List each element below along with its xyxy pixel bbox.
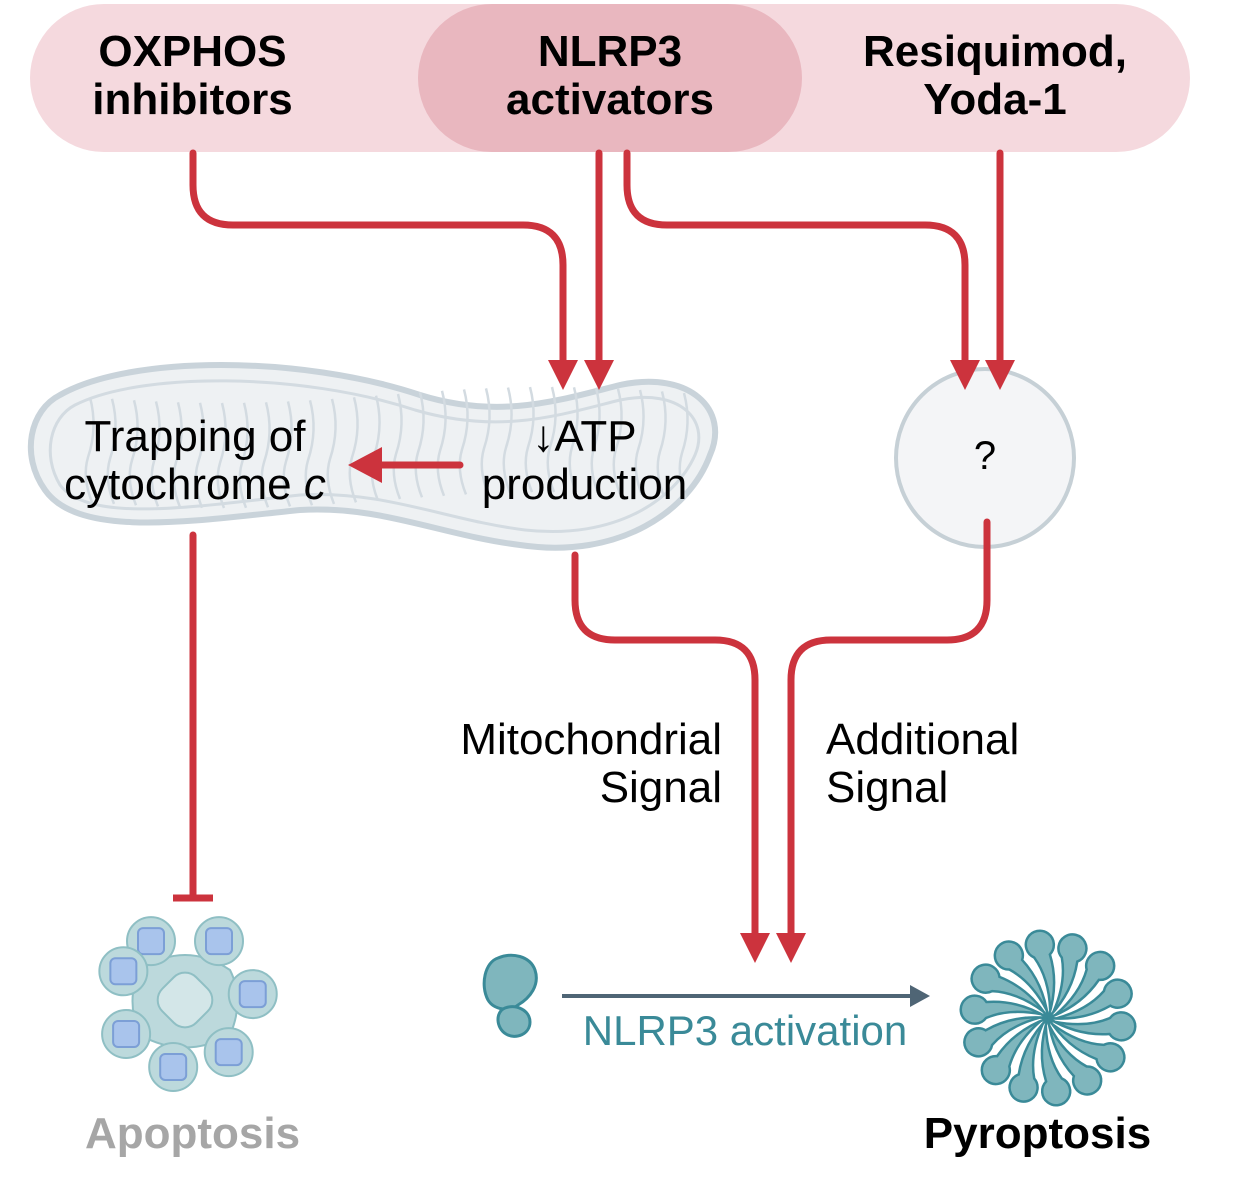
vesicle xyxy=(159,1052,188,1081)
crista xyxy=(568,386,579,493)
label-line: production xyxy=(481,459,688,509)
inflammasome-subunit xyxy=(1047,978,1133,1020)
label-line: cytochrome c xyxy=(40,459,350,509)
crista xyxy=(348,397,359,503)
vesicle xyxy=(205,927,233,956)
label-line: Trapping of xyxy=(84,412,306,461)
label-line: inhibitors xyxy=(92,74,293,124)
crista xyxy=(260,401,271,508)
crista xyxy=(546,386,557,493)
inflammasome-subunit xyxy=(1024,929,1056,1019)
arrowhead xyxy=(584,360,614,390)
inflammasome-subunit xyxy=(1046,1017,1126,1073)
crista xyxy=(106,398,117,505)
crista xyxy=(128,399,139,506)
label-line: Resiquimod, xyxy=(862,27,1128,76)
nlrp3-monomer-icon xyxy=(482,953,538,1038)
label-line: Signal xyxy=(599,762,722,812)
crista xyxy=(304,399,315,506)
crista xyxy=(634,389,645,496)
arrowhead xyxy=(548,360,578,390)
vesicle xyxy=(112,1020,141,1048)
label-line: OXPHOS xyxy=(98,27,287,76)
inflammasome-subunit xyxy=(970,963,1050,1019)
label-line: NLRP3 xyxy=(537,27,683,76)
down-arrow-icon: ↓ xyxy=(532,412,555,461)
additional-signal-arrow xyxy=(787,518,991,939)
label-line: Additional xyxy=(826,715,1020,764)
mitochondrial-signal-arrow xyxy=(571,551,759,939)
vesicle xyxy=(238,980,267,1009)
crista xyxy=(414,392,425,498)
unknown-mediator-label: ? xyxy=(973,434,997,478)
nlrp3-activation-label: NLRP3 activation xyxy=(582,1007,908,1054)
crista xyxy=(458,389,469,495)
inflammasome-subunit xyxy=(1047,950,1116,1020)
crista xyxy=(326,398,337,505)
inflammasome-subunit xyxy=(1047,933,1088,1019)
label-line: Mitochondrial xyxy=(460,715,722,764)
crista xyxy=(436,390,447,497)
arrowhead xyxy=(776,933,806,963)
vesicle xyxy=(109,957,138,986)
pyroptosis-label: Pyroptosis xyxy=(923,1109,1152,1158)
inflammasome-subunit xyxy=(963,1016,1049,1058)
label-text: ATP xyxy=(554,412,637,461)
nlrp3-activators-pill xyxy=(418,4,802,152)
crista xyxy=(216,402,227,509)
label-line: activators xyxy=(506,74,714,124)
arrowhead xyxy=(950,360,980,390)
crista xyxy=(502,387,513,494)
crista xyxy=(84,396,95,503)
oxphos-to-atp-arrow xyxy=(189,149,567,366)
italic-c: c xyxy=(303,459,326,509)
vesicle xyxy=(137,927,165,956)
resiquimod-yoda1-label: Resiquimod, Yoda-1 xyxy=(835,28,1155,123)
arrowhead xyxy=(740,933,770,963)
atp-production-label: ↓ATP production xyxy=(462,413,707,508)
inflammasome-subunit xyxy=(959,994,1049,1025)
inflammasome-subunit xyxy=(1040,1017,1072,1107)
crista xyxy=(656,391,667,497)
label-line: Yoda-1 xyxy=(923,74,1067,124)
apoptotic-cell-icon xyxy=(98,916,278,1092)
inflammasome-subunit xyxy=(1047,1011,1137,1042)
inflammasome-subunit xyxy=(980,1016,1049,1086)
crista xyxy=(678,392,689,499)
crista xyxy=(238,402,249,509)
label-text: cytochrome xyxy=(64,459,304,509)
nlrp3-to-unknown-arrow xyxy=(623,149,969,366)
nucleus xyxy=(156,971,214,1029)
oxphos-inhibitors-label: OXPHOS inhibitors xyxy=(60,28,325,123)
additional-signal-label: Additional Signal xyxy=(826,716,1126,811)
label-line: Signal xyxy=(826,762,949,812)
crista xyxy=(172,401,183,508)
inflammasome-subunit xyxy=(993,940,1050,1019)
crista xyxy=(392,393,403,500)
crista xyxy=(524,386,535,493)
crista xyxy=(590,387,601,494)
crista xyxy=(194,402,205,509)
arrowhead xyxy=(910,985,930,1007)
arrowhead xyxy=(985,360,1015,390)
crista xyxy=(282,401,293,507)
inflammasome-icon xyxy=(959,929,1137,1107)
crista xyxy=(612,388,623,495)
inflammasome-subunit xyxy=(1046,1017,1103,1096)
trapping-cytochrome-c-label: Trapping of cytochrome c xyxy=(40,413,350,508)
mitochondrial-signal-label: Mitochondrial Signal xyxy=(400,716,722,811)
vesicle xyxy=(214,1038,243,1067)
nlrp3-activators-label: NLRP3 activators xyxy=(470,28,750,123)
crista xyxy=(150,401,161,507)
arrowhead xyxy=(348,447,382,483)
apoptosis-label: Apoptosis xyxy=(84,1109,301,1158)
inflammasome-subunit xyxy=(1008,1017,1049,1103)
label-line: ↓ATP xyxy=(462,413,707,461)
crista xyxy=(480,388,491,494)
